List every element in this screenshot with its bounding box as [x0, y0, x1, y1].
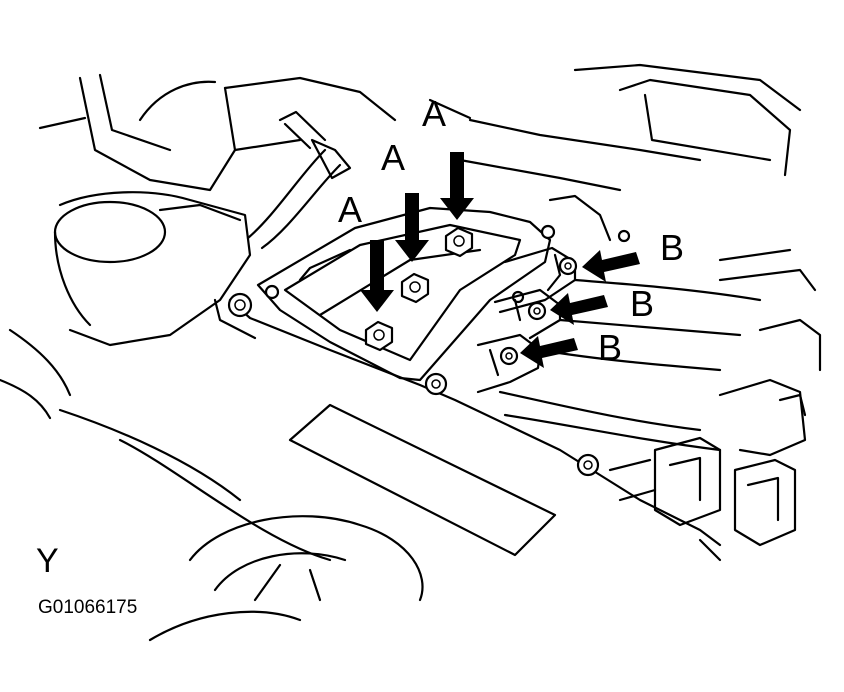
bolt-b2	[527, 301, 547, 321]
bolt-b3	[499, 346, 519, 366]
arrow-b2	[550, 293, 608, 325]
callout-a-top: A	[422, 93, 446, 134]
callout-b-top: B	[660, 227, 684, 268]
view-letter: Y	[36, 542, 59, 580]
callout-b-middle: B	[630, 283, 654, 324]
arrow-a2	[395, 193, 429, 262]
line-art	[0, 63, 822, 642]
arrow-a1	[360, 240, 394, 312]
bolt-b1	[558, 256, 578, 276]
arrow-b3	[520, 336, 578, 368]
callout-b-bottom: B	[598, 327, 622, 368]
bolt-a2	[400, 272, 430, 304]
bolt-a3	[444, 226, 474, 258]
bolt-a1	[364, 320, 394, 352]
arrow-a3	[440, 152, 474, 220]
callout-a-bottom: A	[338, 189, 362, 230]
arrow-b1	[582, 250, 640, 282]
figure-id: G01066175	[38, 597, 137, 618]
callout-a-middle: A	[381, 137, 405, 178]
